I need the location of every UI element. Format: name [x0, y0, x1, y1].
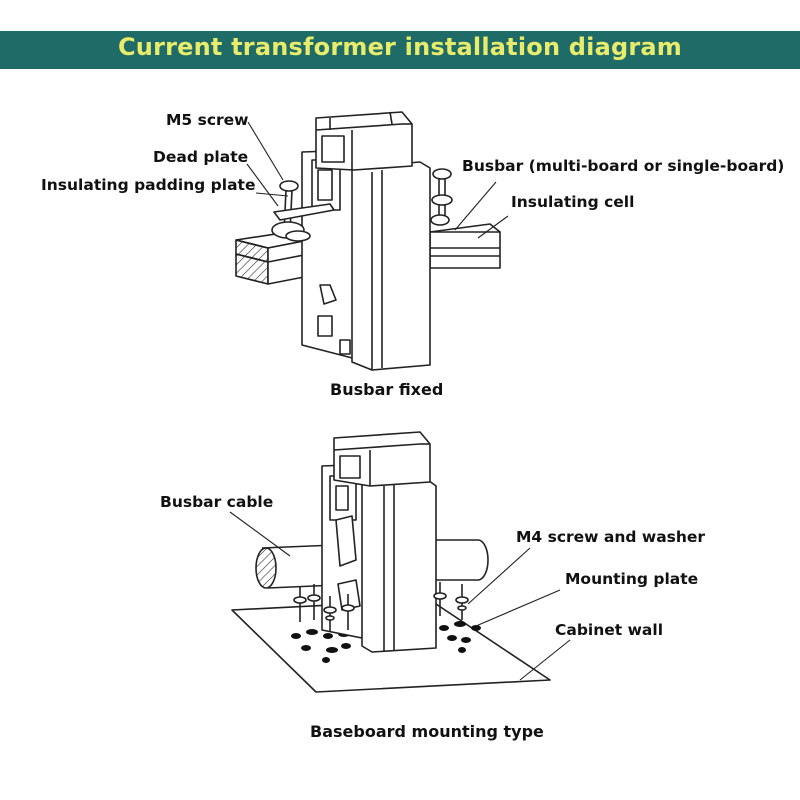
label-cabinet-wall: Cabinet wall [555, 621, 664, 639]
right-screw [431, 169, 452, 225]
bottom-ct-assembly [232, 432, 550, 692]
title-banner: Current transformer installation diagram [0, 31, 800, 69]
label-dead-plate: Dead plate [153, 148, 249, 166]
caption-baseboard-mounting: Baseboard mounting type [310, 722, 544, 741]
label-insulating-cell: Insulating cell [511, 193, 635, 211]
bottom-leaders [230, 512, 570, 680]
top-leaders [247, 122, 508, 238]
ct-body-top [302, 112, 430, 370]
label-busbar: Busbar (multi-board or single-board) [462, 157, 785, 175]
top-ct-assembly [236, 112, 500, 370]
mounting-holes-right [439, 621, 481, 653]
ct-body-bottom [322, 432, 436, 652]
label-insulating-padding-plate: Insulating padding plate [41, 176, 256, 194]
caption-busbar-fixed: Busbar fixed [330, 380, 444, 399]
label-mounting-plate: Mounting plate [565, 570, 699, 588]
busbar-right [430, 224, 500, 268]
label-m4-screw-and-washer: M4 screw and washer [516, 528, 706, 546]
diagram-title: Current transformer installation diagram [117, 33, 683, 61]
label-m5-screw: M5 screw [166, 111, 249, 129]
left-screw [272, 181, 334, 241]
label-busbar-cable: Busbar cable [160, 493, 274, 511]
m4-screws-left [294, 584, 354, 632]
m4-screws-right [434, 582, 468, 620]
